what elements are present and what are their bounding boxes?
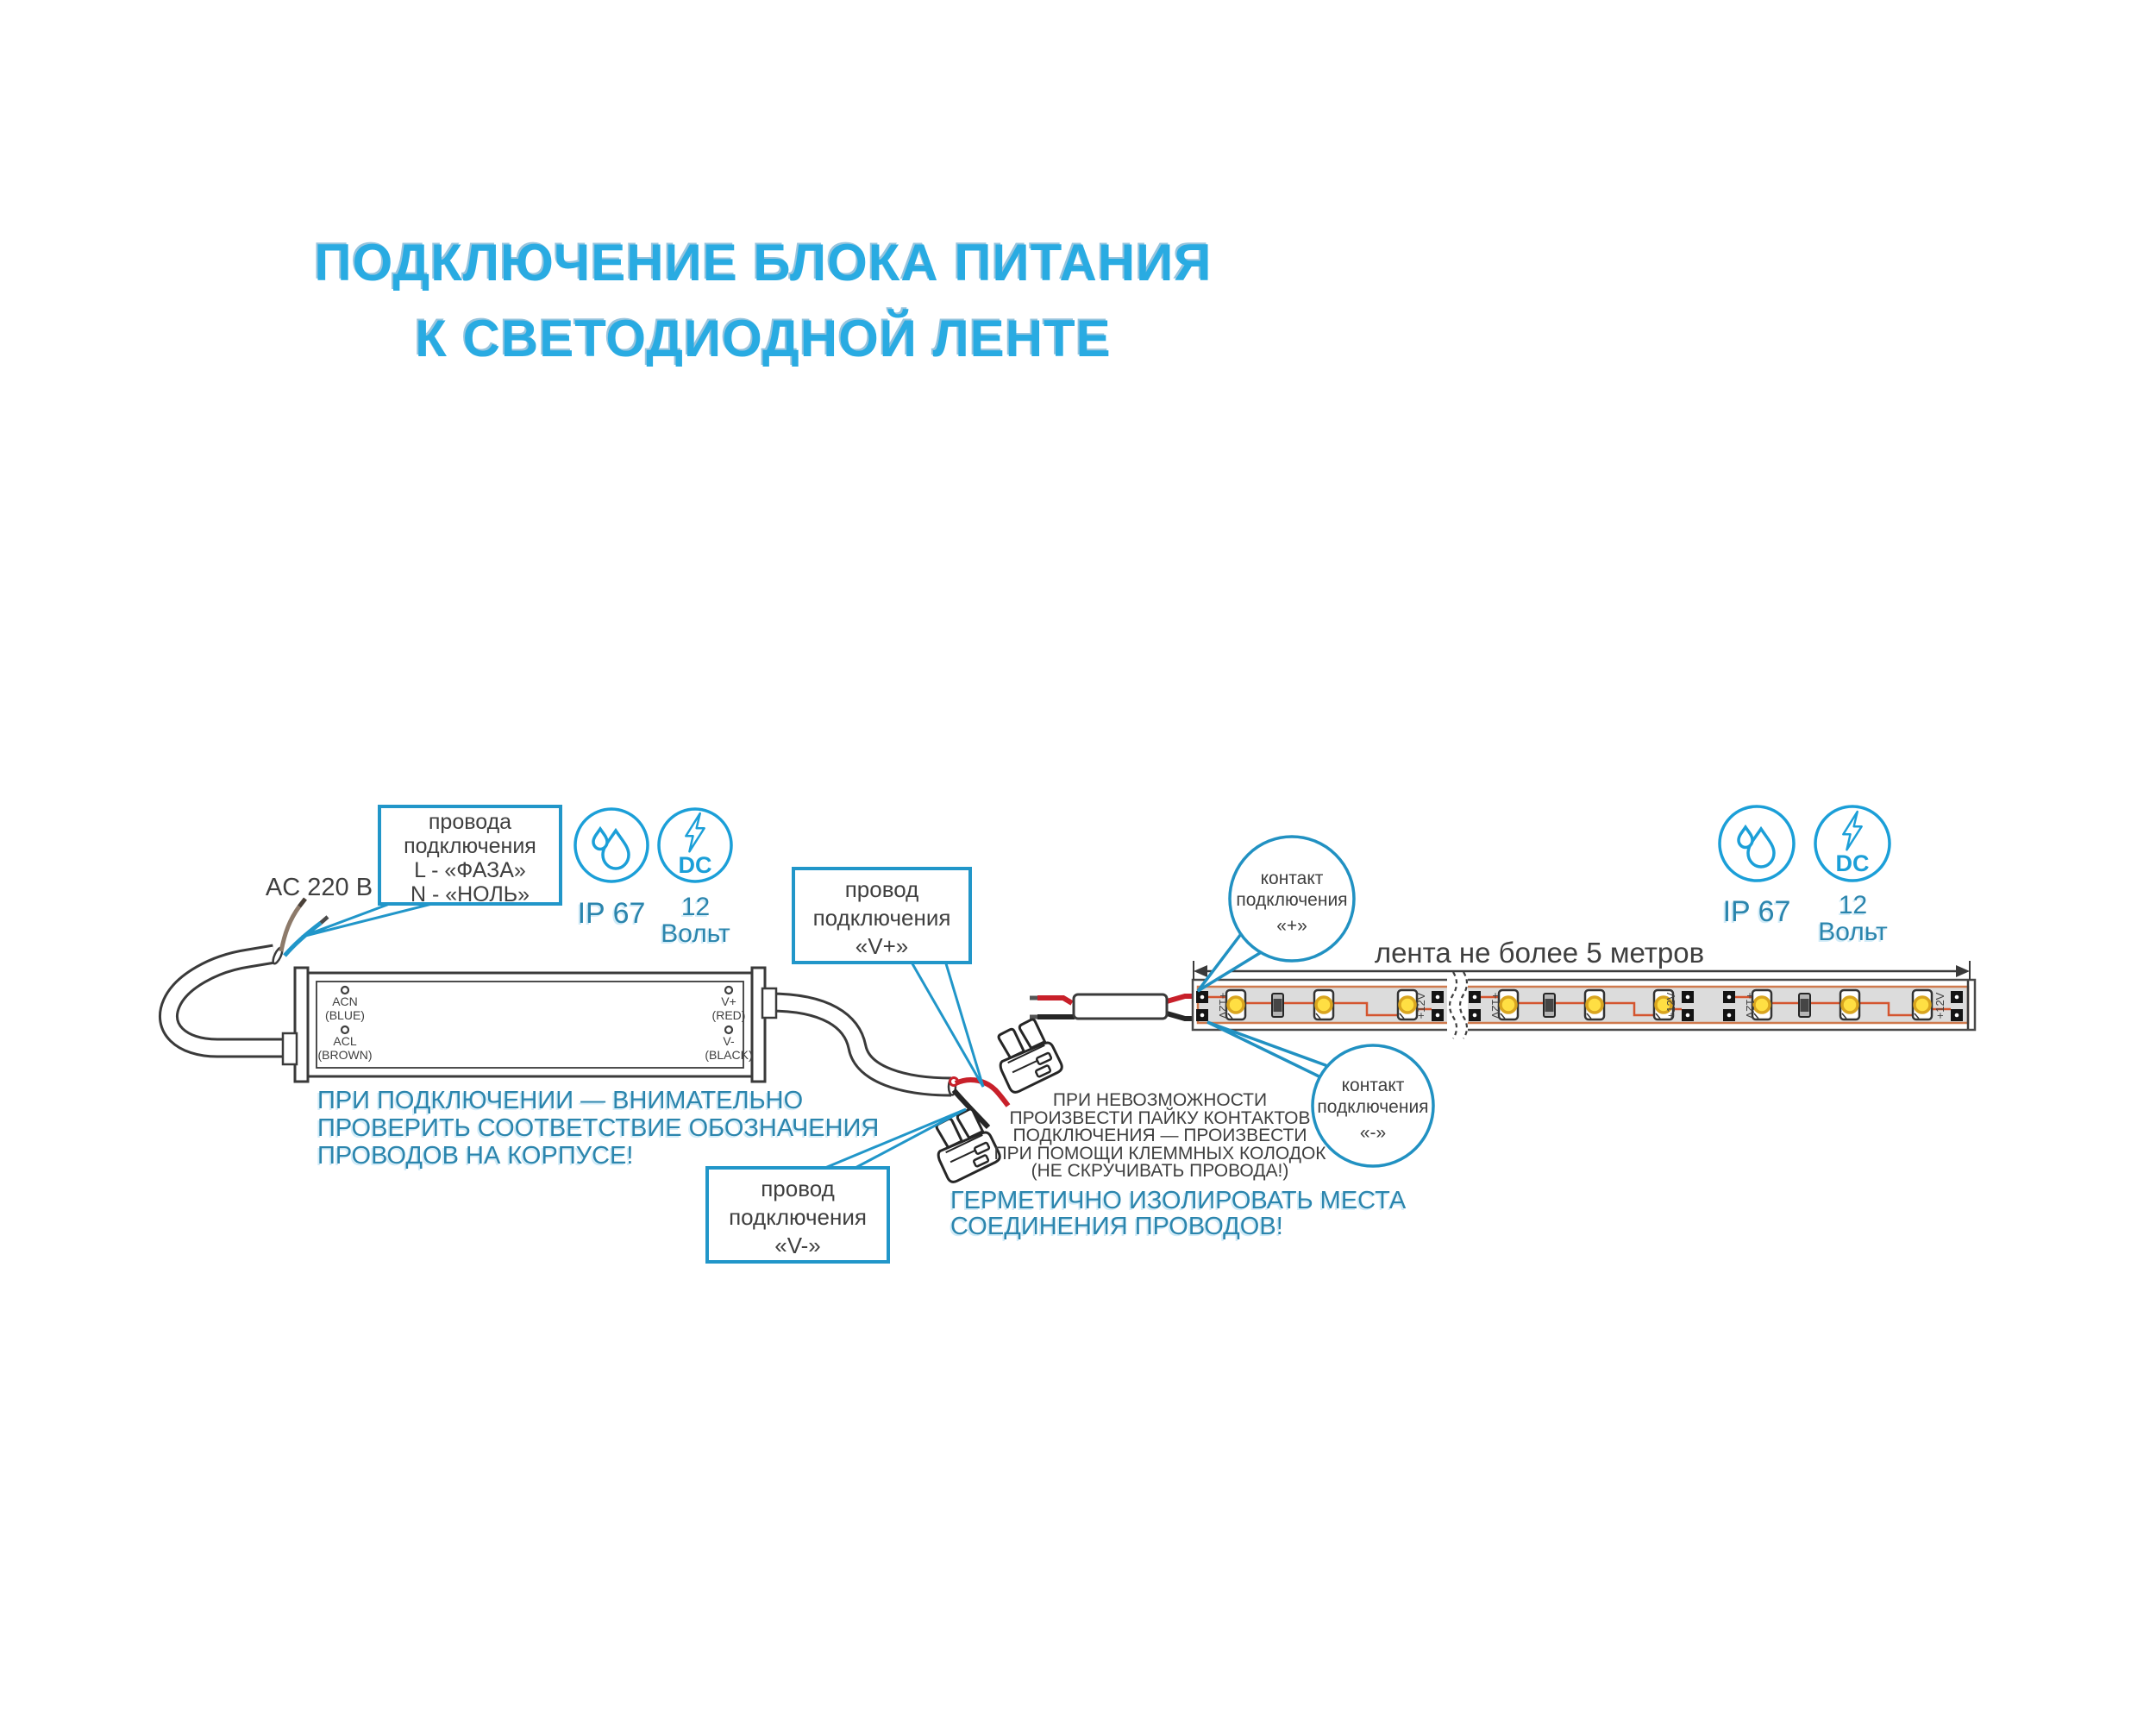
ip-rating-label: IP 67 [1722,895,1791,928]
voltage-unit: Вольт [1818,918,1888,946]
terminal-acl: ACL (BROWN) [302,1034,388,1062]
balloon-minus-contact [1206,1020,1435,1168]
strip-lead-wires [1030,993,1195,1021]
clamp-connector [991,1013,1067,1096]
red-wire [954,1077,1011,1107]
seal-note: ГЕРМЕТИЧНО ИЗОЛИРОВАТЬ МЕСТА СОЕДИНЕНИЯ … [950,1188,1416,1239]
brown-wire [279,905,302,952]
warning-line: ПРОВЕРИТЬ СООТВЕТСТВИЕ ОБОЗНАЧЕНИЯ [317,1114,880,1142]
ip-rating-label: IP 67 [577,897,646,930]
vplus-label-box: провод подключения «V+» [792,867,972,964]
balloon-line: «+» [1276,916,1307,936]
box-line: провод [761,1176,835,1201]
waterproof-icon [573,807,649,883]
svg-text:DC: DC [1836,850,1870,876]
box-line: подключения [812,905,951,931]
terminal-name: ACL [333,1034,357,1048]
pin-marking: +12V [1489,993,1502,1019]
dc-voltage-icon: DC [657,807,733,883]
ac-input-cable [159,897,329,1058]
terminal-name: ACN [332,994,358,1008]
pin-marking: +12V [1664,992,1677,1019]
box-line: N - «НОЛЬ» [410,882,530,906]
balloon-line: подключения [1236,890,1348,910]
note-line: СОЕДИНЕНИЯ ПРОВОДОВ! [950,1213,1283,1240]
balloon-line: «-» [1359,1123,1387,1143]
psu-endcap-right [750,966,767,1083]
balloon-plus-text: контакт подключения «+» [1235,868,1349,937]
voltage-label: 12 Вольт [642,894,749,947]
ac-input-label: AC 220 В [265,874,373,901]
terminal-wire-color: (BLUE) [325,1007,365,1022]
note-line: ПОДКЛЮЧЕНИЯ — ПРОИЗВЕСТИ [1012,1126,1307,1145]
resistor [1271,993,1284,1018]
vminus-label-box: провод подключения «V-» [705,1166,890,1264]
box-line: провод [844,876,919,902]
box-line: «V+» [855,933,909,959]
warning-line: ПРОВОДОВ НА КОРПУСЕ! [317,1142,634,1170]
voltage-unit: Вольт [661,919,730,948]
resistor [1798,993,1811,1018]
box-line: «V-» [774,1233,821,1258]
led-strip: +12V +12V +12V +12V +12V +12V [1191,971,1977,1039]
dc-output-cable [768,992,1011,1130]
note-line: ПРОИЗВЕСТИ ПАЙКУ КОНТАКТОВ [1009,1107,1311,1128]
pin-marking: +12V [1934,992,1946,1019]
warning-line: ПРИ ПОДКЛЮЧЕНИИ — ВНИМАТЕЛЬНО [317,1087,804,1114]
waterproof-icon [1718,805,1796,882]
terminal-acn: ACN (BLUE) [302,994,388,1022]
psu-body [306,971,754,1078]
note-line: ГЕРМЕТИЧНО ИЗОЛИРОВАТЬ МЕСТА [950,1187,1407,1214]
clamp-connector-note: ПРИ НЕВОЗМОЖНОСТИ ПРОИЗВЕСТИ ПАЙКУ КОНТА… [992,1090,1328,1181]
terminal-vminus: V- (BLACK) [686,1034,772,1062]
page-title-line1: ПОДКЛЮЧЕНИЕ БЛОКА ПИТАНИЯ [314,234,1213,292]
power-supply-unit [281,966,778,1083]
page-title-line2: К СВЕТОДИОДНОЙ ЛЕНТЕ [415,310,1112,367]
copper-traces [1208,995,1951,1017]
balloon-line: подключения [1317,1097,1429,1117]
led-chip [1313,988,1335,1021]
balloon-line: контакт [1341,1076,1405,1095]
pin-marking: +12V [1414,992,1427,1019]
psu-input-gland [281,1032,298,1066]
pin-marking: +12V [1744,993,1757,1019]
ac-wires-label-box: провода подключения L - «ФАЗА» N - «НОЛЬ… [378,805,562,906]
dimension-line [1193,961,1971,980]
pointer-vplus [908,959,985,1088]
voltage-value: 12 [680,893,711,921]
box-line: подключения [729,1204,867,1230]
svg-text:DC: DC [679,852,712,878]
terminal-wire-color: (BROWN) [317,1047,373,1062]
terminal-name: V- [723,1034,735,1048]
box-line: L - «ФАЗА» [414,858,526,882]
strip-length-label: лента не более 5 метров [1374,937,1705,969]
voltage-label: 12 Вольт [1799,892,1907,945]
resistor [1543,993,1556,1018]
psu-output-gland [761,987,778,1019]
led-chip [1911,988,1934,1021]
box-line: провода [428,810,512,834]
note-line: ПРИ НЕВОЗМОЖНОСТИ [1052,1090,1268,1110]
balloon-minus-text: контакт подключения «-» [1316,1075,1430,1144]
balloon-line: контакт [1260,869,1324,888]
blue-wire [283,921,323,957]
strip-break-mark [1458,971,1469,1039]
terminal-vplus: V+ (RED) [686,994,772,1022]
box-line: подключения [404,834,536,858]
terminal-wire-color: (RED) [711,1007,746,1022]
psu-warning-text: ПРИ ПОДКЛЮЧЕНИИ — ВНИМАТЕЛЬНО ПРОВЕРИТЬ … [317,1087,887,1170]
terminal-name: V+ [721,994,736,1008]
dc-voltage-icon: DC [1814,805,1891,882]
balloon-plus-contact [1196,835,1356,993]
pin-marking: +12V [1217,993,1230,1019]
note-line: (НЕ СКРУЧИВАТЬ ПРОВОДА!) [1031,1161,1289,1181]
voltage-value: 12 [1838,891,1868,919]
heat-shrink-sleeve [1072,993,1169,1020]
led-chip [1583,988,1606,1021]
terminal-wire-color: (BLACK) [705,1047,753,1062]
strip-break-mark [1448,971,1458,1039]
note-line: ПРИ ПОМОЩИ КЛЕММНЫХ КОЛОДОК [993,1143,1326,1164]
led-chip [1839,988,1861,1021]
